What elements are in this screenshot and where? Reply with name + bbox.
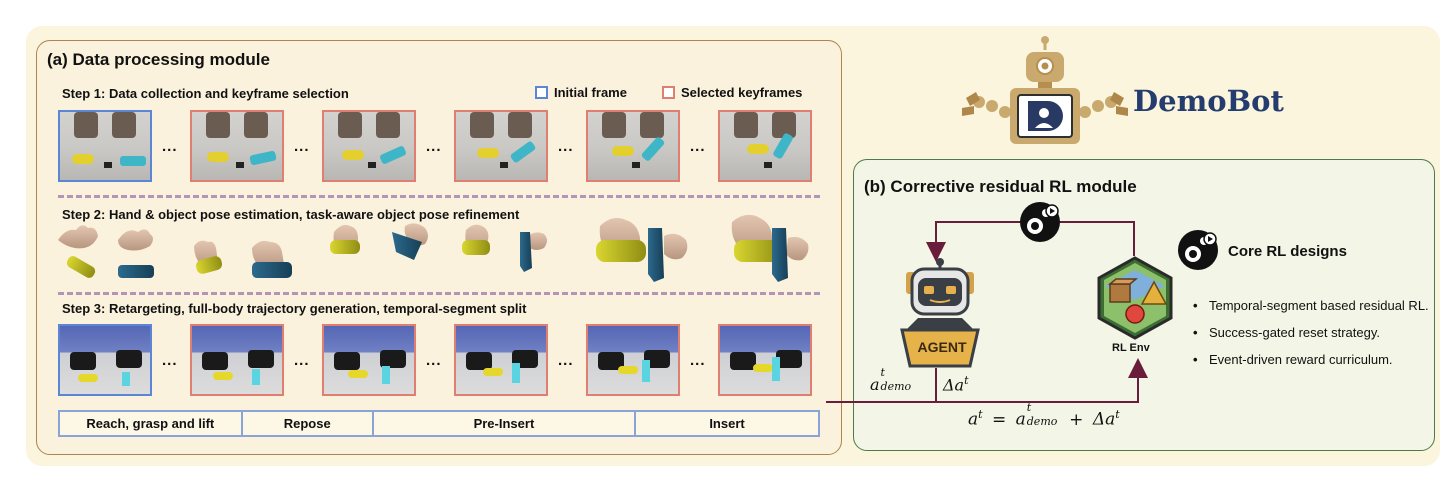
blue-object-mesh-2 xyxy=(252,262,292,278)
ellipsis: ... xyxy=(426,352,442,369)
yellow-object-mesh-3 xyxy=(330,240,360,254)
legend-initial: Initial frame xyxy=(535,85,627,100)
legend-selected-label: Selected keyframes xyxy=(681,85,803,100)
hand-mesh-8 xyxy=(528,232,547,250)
step3-label: Step 3: Retargeting, full-body trajector… xyxy=(62,301,527,316)
agent-label: AGENT xyxy=(917,339,967,355)
legend-selected: Selected keyframes xyxy=(662,85,802,100)
ellipsis: ... xyxy=(294,352,310,369)
core-design-item: Success-gated reset strategy. xyxy=(1193,319,1433,346)
blue-object-mesh-6 xyxy=(772,228,788,282)
keyframe-photo-5 xyxy=(586,110,680,182)
keyframe-photo-1 xyxy=(58,110,152,182)
ellipsis: ... xyxy=(426,138,442,155)
ellipsis: ... xyxy=(558,138,574,155)
keyframe-photo-6 xyxy=(718,110,812,182)
step1-label: Step 1: Data collection and keyframe sel… xyxy=(62,86,349,101)
gear-play-icon xyxy=(1020,202,1060,242)
robot-logo-icon xyxy=(962,36,1128,144)
yellow-object-mesh-5 xyxy=(596,240,646,262)
keyframe-photo-4 xyxy=(454,110,548,182)
core-designs-title: Core RL designs xyxy=(1228,243,1347,260)
yellow-object-mesh-4 xyxy=(462,240,490,255)
delta-a-label: Δat xyxy=(943,374,969,395)
sim-keyframe-6 xyxy=(718,324,812,396)
ellipsis: ... xyxy=(294,138,310,155)
hand-mesh-4 xyxy=(252,240,284,269)
core-designs-gear-icon xyxy=(1178,230,1218,270)
sim-keyframe-4 xyxy=(454,324,548,396)
agent-robot-icon xyxy=(900,258,980,368)
keyframe-photo-2 xyxy=(190,110,284,182)
step2-label: Step 2: Hand & object pose estimation, t… xyxy=(62,207,520,222)
action-arrow xyxy=(826,358,1148,403)
ellipsis: ... xyxy=(690,138,706,155)
core-design-item: Temporal-segment based residual RL. xyxy=(1193,292,1433,319)
blue-object-mesh-1 xyxy=(118,265,154,278)
legend-initial-label: Initial frame xyxy=(554,85,627,100)
data-processing-panel xyxy=(36,40,842,455)
blue-object-mesh-5 xyxy=(648,228,664,282)
ellipsis: ... xyxy=(690,352,706,369)
segment-label: Repose xyxy=(243,412,374,435)
blue-object-mesh-3 xyxy=(392,232,422,260)
legend-selected-swatch xyxy=(662,86,675,99)
hand-mesh-2 xyxy=(118,229,153,251)
legend-initial-swatch xyxy=(535,86,548,99)
rl-env-icon xyxy=(1097,256,1173,340)
yellow-object-mesh-6 xyxy=(734,240,782,262)
step-divider-2 xyxy=(58,292,820,295)
yellow-object-mesh-1 xyxy=(66,256,96,278)
blue-object-mesh-4 xyxy=(520,232,532,272)
sim-keyframe-1 xyxy=(58,324,152,396)
step-divider-1 xyxy=(58,195,820,198)
brand-name: DemoBot xyxy=(1133,84,1284,118)
core-design-item: Event-driven reward curriculum. xyxy=(1193,346,1433,373)
rl-env-label: RL Env xyxy=(1112,342,1150,354)
panel-a-title: (a) Data processing module xyxy=(47,50,270,69)
segment-label: Pre-Insert xyxy=(374,412,637,435)
core-designs-list: Temporal-segment based residual RL. Succ… xyxy=(1193,292,1433,373)
ellipsis: ... xyxy=(162,138,178,155)
segment-label: Insert xyxy=(709,416,745,431)
hand-mesh-1 xyxy=(58,225,98,249)
sim-keyframe-3 xyxy=(322,324,416,396)
yellow-object-mesh-2 xyxy=(195,256,223,274)
sim-keyframe-2 xyxy=(190,324,284,396)
sim-keyframe-5 xyxy=(586,324,680,396)
panel-b-title: (b) Corrective residual RL module xyxy=(864,177,1137,196)
keyframe-photo-3 xyxy=(322,110,416,182)
ellipsis: ... xyxy=(162,352,178,369)
ellipsis: ... xyxy=(558,352,574,369)
segment-label: Reach, grasp and lift xyxy=(60,412,243,435)
